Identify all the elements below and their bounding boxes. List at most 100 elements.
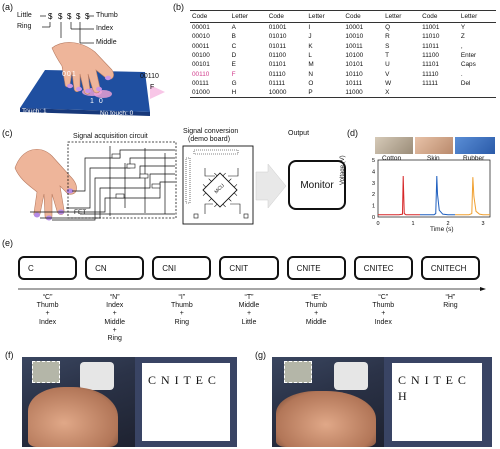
gesture-label-5: “E”Thumb+Middle [287, 294, 346, 327]
chart-xtick: 1 [411, 221, 414, 227]
code-cell: 01010 [268, 33, 287, 41]
letter-cell: U [385, 61, 390, 69]
gesture-finger: Thumb [372, 302, 395, 310]
letter-cell [458, 88, 496, 99]
chart-frame [377, 159, 491, 218]
material-skin: Skin [427, 155, 440, 162]
letter-cell: Del [460, 79, 471, 87]
gesture-finger: Thumb [305, 302, 328, 310]
code-cell: 10111 [345, 79, 363, 87]
letter-cell: B [231, 33, 236, 41]
gesture-plus: + [314, 310, 319, 318]
letter-cell: G [231, 79, 237, 87]
gesture-finger: Thumb [36, 302, 59, 310]
code-table-header-cell: Code [190, 10, 230, 23]
chart-ytick: 5 [372, 158, 375, 164]
gesture-label-1: “C”Thumb+Index [18, 294, 77, 327]
code-cell: 11010 [422, 33, 440, 41]
gesture-finger: Ring [174, 318, 190, 326]
gesture-plus: + [246, 310, 252, 318]
code-letter: F [150, 84, 155, 91]
gesture-letter: “E” [311, 294, 321, 301]
code-cell: 11111 [422, 79, 438, 87]
hand-graphic [51, 42, 114, 95]
gesture-finger: Ring [107, 335, 122, 343]
panel-f-label: (f) [5, 350, 14, 360]
code-table-header-cell: Code [343, 10, 384, 23]
material-rubber: Rubber [463, 155, 485, 162]
code-cell: 00011 [192, 42, 210, 50]
pad-digits-top: 001 [62, 71, 77, 78]
svg-text:$: $ [85, 12, 90, 21]
gesture-finger: Index [374, 318, 392, 326]
chart-series-2 [420, 175, 455, 216]
code-cell: 00001 [192, 24, 210, 32]
chart-xlabel: Time (s) [430, 226, 454, 233]
gesture-finger: Middle [238, 302, 260, 310]
letter-cell: Enter [460, 52, 477, 60]
photo-f-sensor [32, 361, 60, 383]
gesture-finger: Ring [443, 302, 458, 310]
gesture-label-7: “H”Ring [421, 294, 480, 310]
code-cell: 10011 [345, 42, 363, 50]
sequence-box-4: CNIT [219, 256, 279, 280]
photo-cotton [375, 137, 413, 154]
code-cell: 01101 [268, 61, 286, 69]
letter-cell: T [385, 52, 389, 60]
sequence-box-6: CNITEC [353, 256, 413, 280]
photo-f-device [80, 362, 114, 390]
letter-cell: A [231, 24, 236, 32]
label-thumb: Thumb [96, 12, 118, 19]
label-index: Index [96, 25, 114, 32]
gesture-plus: + [381, 310, 386, 318]
letter-cell: D [231, 52, 237, 60]
letter-cell: H [229, 88, 267, 99]
chart-ytick: 4 [372, 169, 375, 175]
photo-g-hands [276, 391, 376, 447]
svg-text:$: $ [67, 12, 72, 21]
code-cell: 01000 [190, 88, 230, 99]
fet-label: FET [74, 209, 87, 216]
gesture-plus: + [45, 310, 50, 318]
letter-cell: S [385, 42, 390, 50]
code-cell: 01100 [268, 52, 286, 60]
gesture-label-4: “T”Middle+Little [219, 294, 278, 327]
code-cell: 10110 [345, 70, 363, 78]
code-table-header-cell: Code [266, 10, 307, 23]
code-cell: 10000 [266, 88, 307, 99]
gesture-finger: Index [106, 302, 124, 310]
code-cell: 11100 [422, 52, 439, 60]
photo-f-screen-text: C N I T E C [148, 373, 217, 387]
chart-ytick: 2 [372, 192, 375, 198]
signal-conversion-label: Signal conversion [183, 128, 239, 135]
circuit-diagram [14, 141, 287, 225]
label-little: Little [17, 12, 32, 19]
sequence-box-5: CNITE [286, 256, 346, 280]
chart-ytick: 0 [372, 215, 375, 221]
photo-f: C N I T E C [22, 357, 237, 447]
letter-cell: C [231, 42, 237, 50]
letter-cell: M [308, 61, 314, 69]
photo-skin [415, 137, 453, 154]
gesture-plus: + [179, 310, 184, 318]
letter-cell: J [308, 33, 312, 41]
letter-cell: P [306, 88, 344, 99]
chart-ylabel: Voltage (V) [340, 155, 346, 185]
sequence-box-7: CNITECH [420, 256, 480, 280]
no-touch-legend: No touch: 0 [100, 110, 134, 117]
gesture-finger: Middle [104, 318, 126, 326]
code-cell: 11000 [343, 88, 384, 99]
code-cell: 00110 [192, 70, 210, 78]
code-table-header-cell: Letter [458, 10, 496, 23]
monitor-box: Monitor [288, 160, 346, 210]
code-cell: 00111 [192, 79, 209, 87]
gesture-finger: Index [39, 318, 57, 326]
svg-text:$: $ [48, 12, 53, 21]
